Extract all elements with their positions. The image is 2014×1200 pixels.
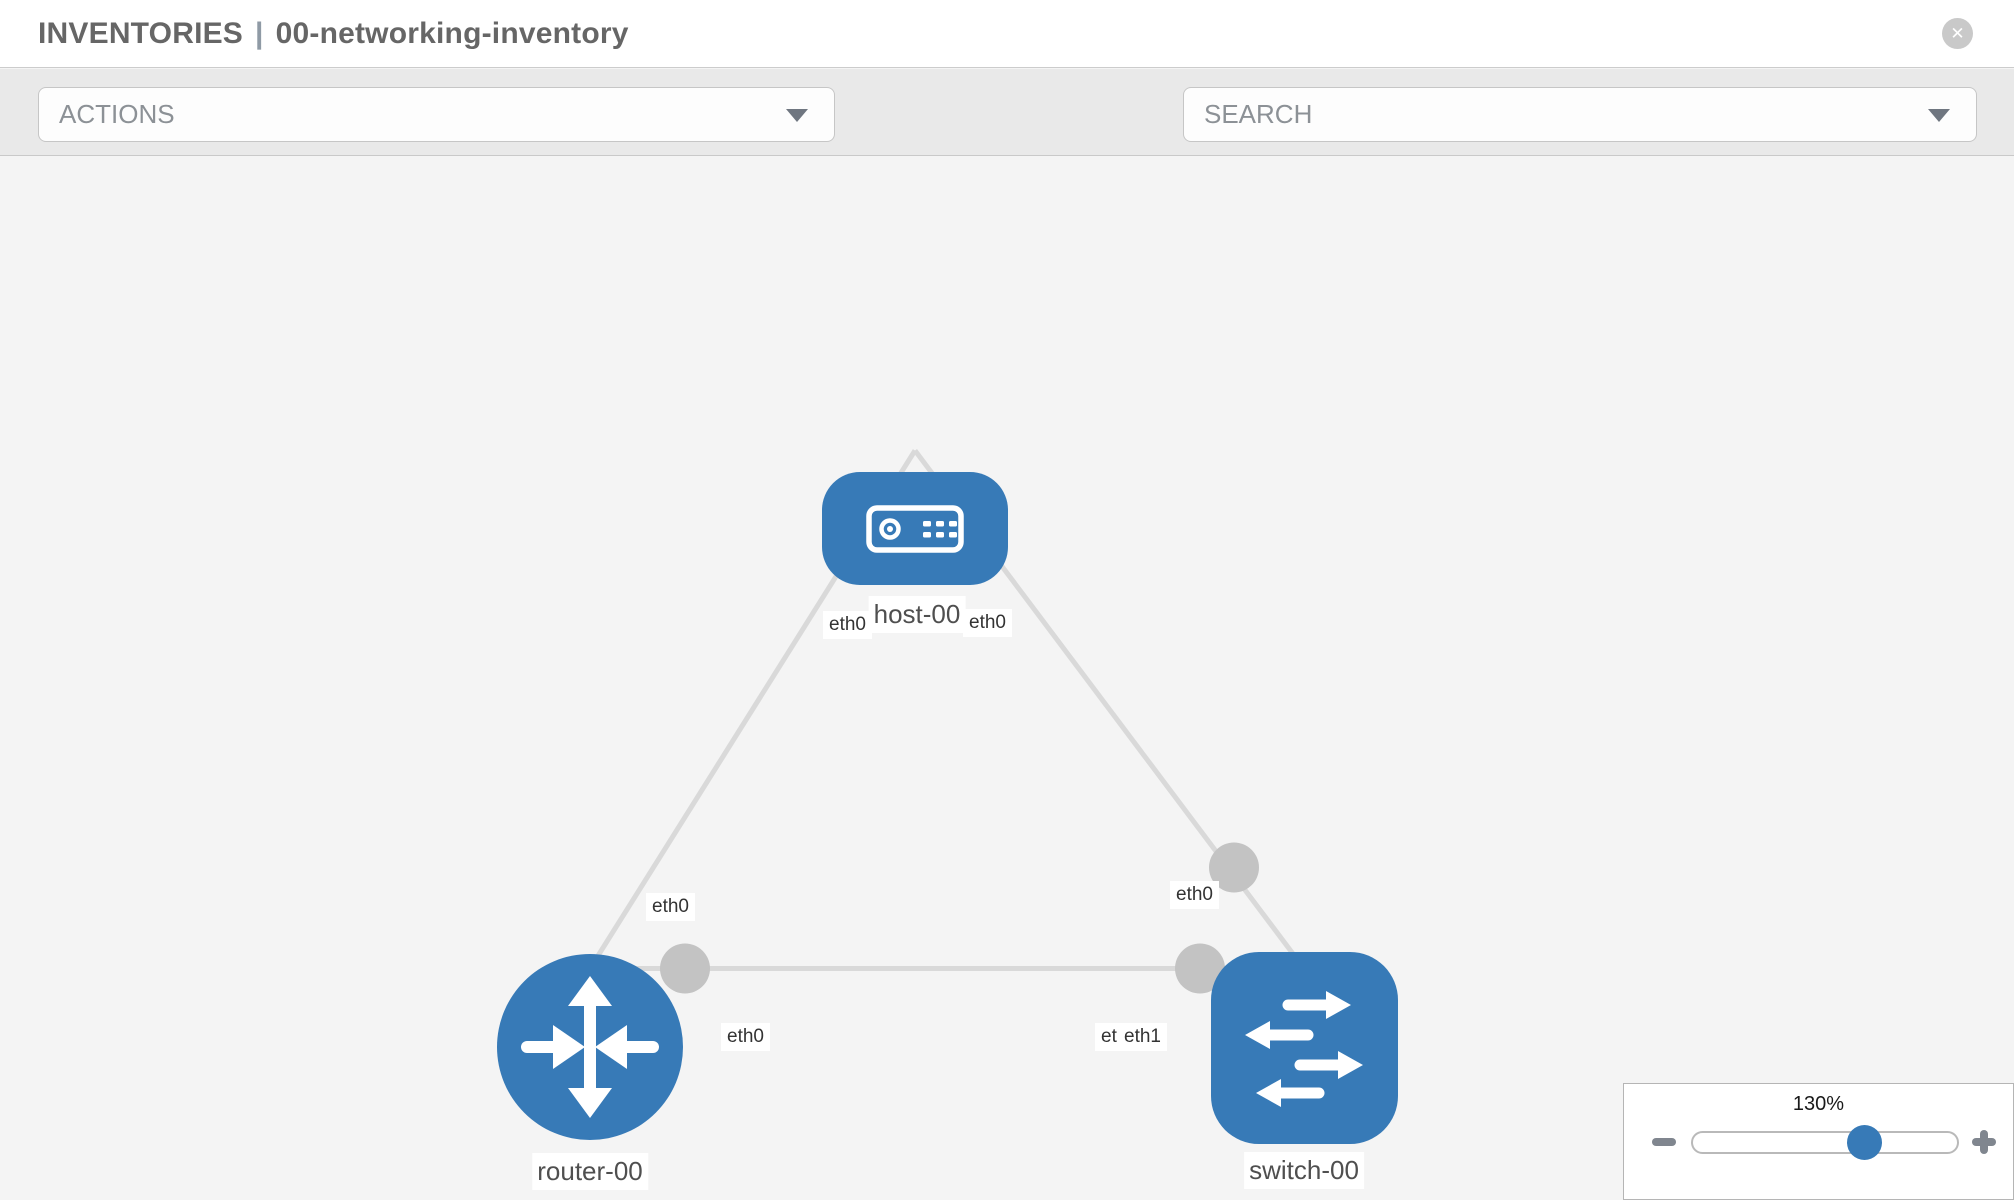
- zoom-percent: 130%: [1792, 1093, 1845, 1115]
- breadcrumb-section: INVENTORIES: [38, 17, 244, 50]
- zoom-control-panel: 130%: [1623, 1083, 2014, 1200]
- zoom-in-button plus-icon[interactable]: [1972, 1130, 1996, 1154]
- node-label-router: router-00: [532, 1153, 648, 1190]
- node-label-host: host-00: [868, 596, 966, 633]
- toolbar: ACTIONS SEARCH: [0, 69, 2014, 193]
- iface-label-eth0: eth0: [646, 893, 695, 921]
- node-switch-00[interactable]: [1211, 952, 1398, 1144]
- breadcrumb-separator: |: [255, 17, 264, 50]
- actions-dropdown-label: ACTIONS: [59, 99, 175, 129]
- close-button[interactable]: ✕: [1942, 18, 1973, 49]
- links-layer: [587, 448, 1306, 994]
- node-router-00[interactable]: [497, 954, 683, 1140]
- zoom-slider-track[interactable]: [1691, 1131, 1959, 1154]
- chevron-down-icon: [786, 109, 808, 122]
- iface-label-eth0: eth0: [823, 611, 872, 639]
- iface-label-eth1: eth1: [1118, 1023, 1167, 1051]
- chevron-down-icon: [1928, 109, 1950, 122]
- zoom-out-button minus-icon[interactable]: [1652, 1138, 1676, 1146]
- zoom-slider-thumb[interactable]: [1847, 1125, 1882, 1160]
- switch-icon: [1245, 991, 1363, 1107]
- search-placeholder: SEARCH: [1204, 99, 1313, 129]
- node-label-switch: switch-00: [1244, 1152, 1364, 1189]
- iface-label-eth0: eth0: [721, 1023, 770, 1051]
- iface-label-eth0: eth0: [1170, 881, 1219, 909]
- inventory-name: 00-networking-inventory: [275, 17, 629, 50]
- search-dropdown[interactable]: SEARCH: [1183, 87, 1977, 142]
- topology-canvas[interactable]: host-00 router-00 switch-00 eth0 eth0 et…: [0, 157, 2014, 1200]
- server-icon: [866, 505, 964, 553]
- actions-dropdown[interactable]: ACTIONS: [38, 87, 835, 142]
- iface-label-eth0: eth0: [963, 609, 1012, 637]
- node-host-00[interactable]: [822, 472, 1008, 585]
- close-icon: ✕: [1950, 24, 1965, 43]
- page-title: INVENTORIES | 00-networking-inventory: [38, 0, 629, 68]
- router-icon: [521, 976, 659, 1118]
- header-bar: INVENTORIES | 00-networking-inventory ✕: [0, 0, 2014, 68]
